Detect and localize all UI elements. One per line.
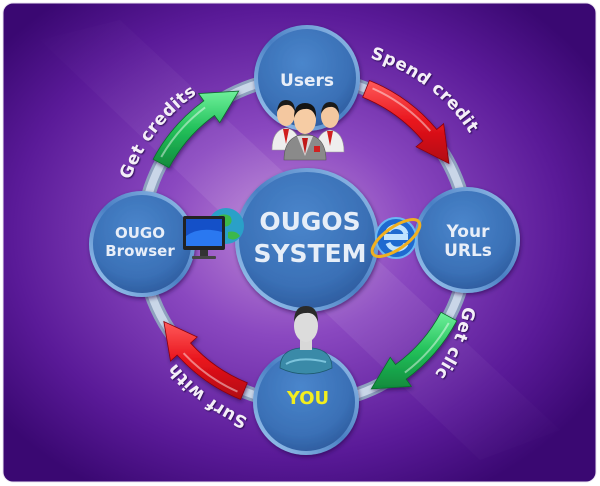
arrow-spend-credits [362,80,450,165]
node-you [253,349,359,455]
node-your-urls-line1: Your [446,222,491,242]
node-your-urls-line2: URLs [444,241,492,261]
node-users-label: Users [280,71,334,91]
node-your-urls [414,187,520,293]
arrow-spend-credits-highlight [372,87,432,132]
arrow-surf-with-highlight [182,352,238,393]
arrow-get-credits [152,90,240,169]
node-you-label: YOU [286,388,329,409]
center-title-line1: OUGOS [259,207,360,236]
node-ougo-browser-line1: OUGO [115,224,165,242]
center-node-ougos-system [235,168,379,312]
arrow-surf-with [163,320,248,400]
internet-explorer-icon [370,217,422,259]
center-title-line2: SYSTEM [253,239,366,268]
node-ougo-browser-line2: Browser [105,242,175,260]
arrow-get-clicks-highlight [404,322,450,374]
node-ougo-browser [89,191,195,297]
arrow-get-clicks [370,311,458,390]
monitor-globe-icon [183,208,244,259]
users-group-icon [271,100,345,161]
arrow-get-credits-highlight [160,106,206,158]
person-avatar-icon [279,306,333,375]
